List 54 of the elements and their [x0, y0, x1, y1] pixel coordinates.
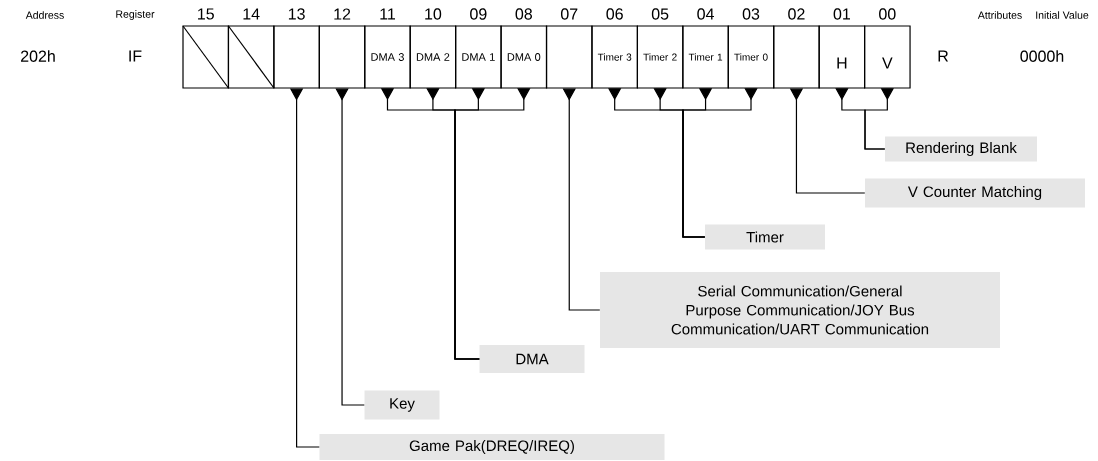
bit-number: 14 [243, 8, 260, 20]
bit-number: 00 [879, 8, 896, 20]
bit-cell: H [818, 25, 866, 89]
bit-number: 02 [788, 8, 805, 20]
bit-number: 08 [515, 8, 532, 20]
bit-cell [227, 25, 275, 89]
register-value: R [938, 50, 949, 62]
description-box: Game Pak(DREQ/IREQ) [319, 434, 665, 460]
bit-number: 11 [380, 8, 395, 20]
bit-number: 10 [425, 8, 442, 20]
bit-number: 01 [833, 8, 850, 20]
bit-number: 13 [288, 8, 305, 20]
bit-cell: DMA 0 [500, 25, 548, 89]
bit-number: 06 [606, 8, 623, 20]
connector-arrow [682, 88, 758, 238]
bit-cell [545, 25, 593, 89]
description-box: Serial Communication/General Purpose Communication/JOY Bus Communication/UART Communication [600, 272, 1000, 348]
bit-cell: V [864, 25, 911, 89]
connector-arrow [454, 88, 531, 360]
bit-number: 09 [470, 8, 487, 20]
connector-arrow [289, 88, 320, 448]
bit-cell [773, 25, 820, 89]
description-box: Timer [705, 224, 825, 250]
column-header: Initial Value [1036, 11, 1089, 19]
register-value: 0000h [1020, 50, 1064, 62]
column-header: Address [25, 11, 64, 19]
bit-cell: DMA 3 [364, 25, 411, 89]
description-box: Key [364, 390, 440, 420]
connector-arrow [562, 88, 601, 311]
bit-number: 05 [651, 8, 669, 20]
bit-number: 04 [697, 8, 714, 20]
connector-arrow [789, 88, 866, 194]
bit-cell: Timer 2 [636, 25, 684, 89]
bit-number: 15 [198, 8, 214, 20]
column-header: Attributes [977, 11, 1022, 19]
bit-number: 03 [742, 8, 760, 20]
register-value: IF [129, 50, 142, 62]
bit-cell: Timer 3 [591, 25, 638, 89]
connector-arrow [864, 88, 894, 150]
bit-cell [273, 25, 320, 89]
bit-cell [318, 25, 366, 89]
bit-cell: DMA 2 [409, 25, 457, 89]
description-box: V Counter Matching [865, 178, 1085, 208]
column-header: Register [116, 10, 155, 20]
bit-cell: DMA 1 [455, 25, 502, 89]
connector-arrow [335, 88, 365, 406]
bit-cell [182, 25, 230, 89]
description-box: DMA [479, 345, 585, 373]
bit-number: 12 [334, 8, 351, 20]
bit-number: 07 [560, 8, 578, 20]
bit-cell: Timer 1 [682, 25, 729, 89]
bit-cell: Timer 0 [727, 25, 775, 89]
register-value: 202h [21, 50, 55, 62]
description-box: Rendering Blank [885, 136, 1037, 162]
